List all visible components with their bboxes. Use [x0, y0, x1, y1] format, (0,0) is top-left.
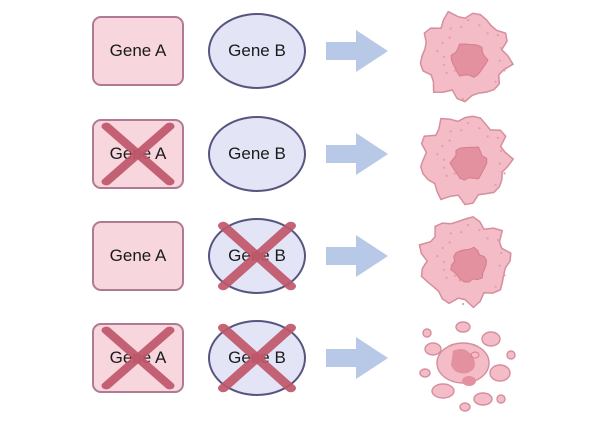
gene-a-box: Gene A — [92, 119, 184, 189]
diagram-row: Gene A Gene B — [0, 215, 600, 315]
gene-a-box: Gene A — [92, 323, 184, 393]
dead-cell — [405, 311, 525, 416]
gene-b-label: Gene B — [228, 246, 286, 265]
healthy-cell — [405, 107, 525, 212]
cell-nucleus — [450, 246, 488, 283]
gene-a-box: Gene A — [92, 221, 184, 291]
arrow-right-icon — [326, 30, 388, 72]
healthy-cell — [405, 209, 525, 314]
diagram-row: Gene A Gene B — [0, 317, 600, 417]
gene-a-label: Gene A — [109, 246, 167, 265]
diagram-row: Gene A Gene B — [0, 113, 600, 213]
gene-a-label: Gene A — [109, 348, 167, 367]
gene-b-label: Gene B — [228, 348, 286, 367]
gene-a-label: Gene A — [109, 41, 167, 60]
gene-b-ellipse: Gene B — [208, 116, 306, 192]
arrow-right-icon — [326, 235, 388, 277]
gene-b-label: Gene B — [228, 41, 286, 60]
gene-a-box: Gene A — [92, 16, 184, 86]
gene-a-label: Gene A — [109, 144, 167, 163]
arrow-right-icon — [326, 337, 388, 379]
gene-b-ellipse: Gene B — [208, 13, 306, 89]
gene-b-label: Gene B — [228, 144, 286, 163]
healthy-cell — [405, 4, 525, 109]
cell-nucleus — [449, 146, 488, 181]
gene-b-ellipse: Gene B — [208, 320, 306, 396]
gene-b-ellipse: Gene B — [208, 218, 306, 294]
diagram-row: Gene A Gene B — [0, 10, 600, 110]
arrow-right-icon — [326, 133, 388, 175]
cell-nucleus — [450, 43, 489, 78]
